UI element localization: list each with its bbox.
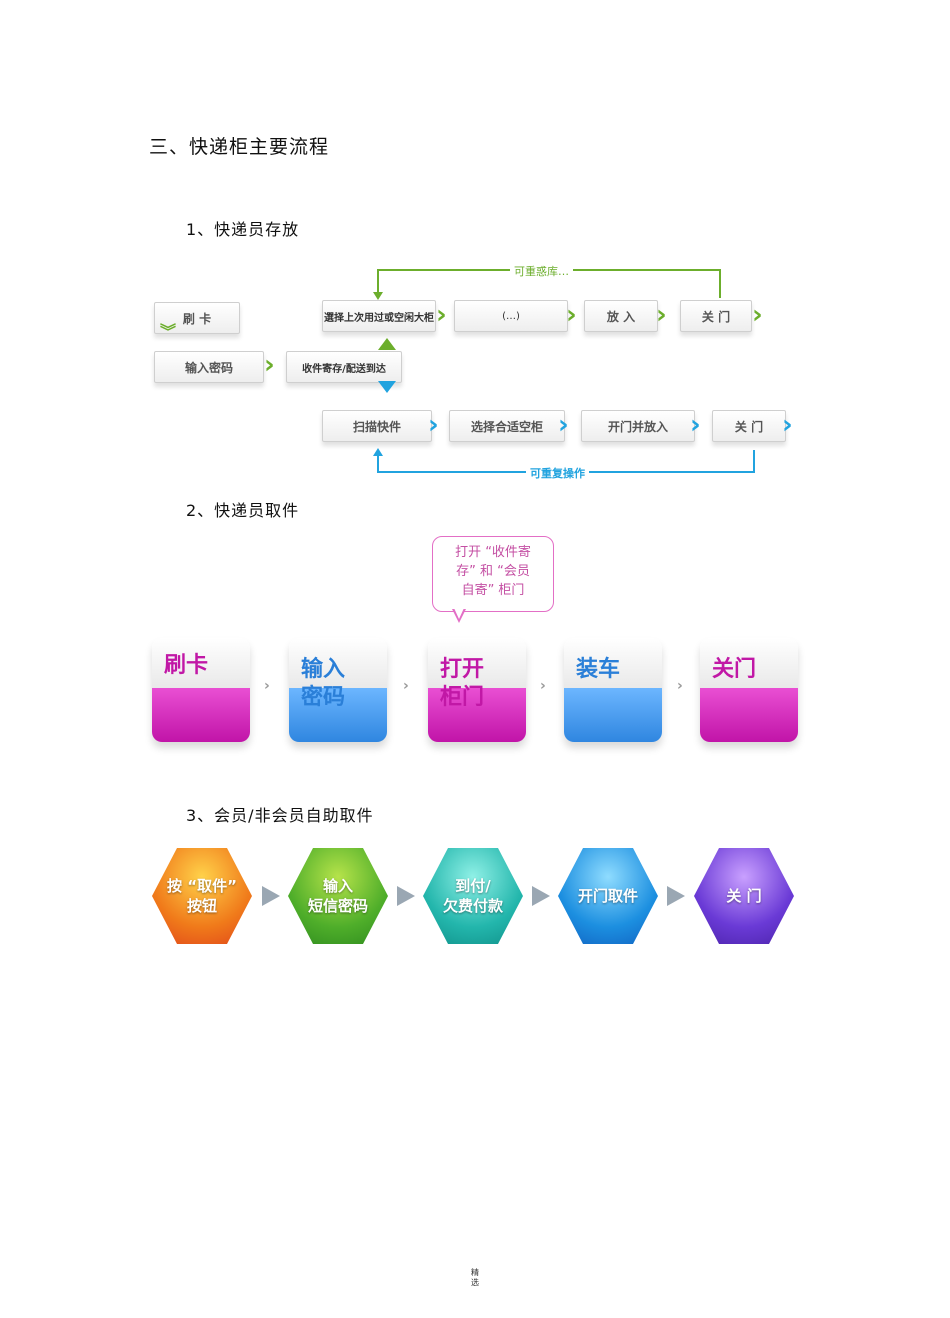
page-footer: 精 选	[471, 1268, 479, 1287]
member-heading: 3、会员/非会员自助取件	[186, 806, 374, 825]
member-step-3: 到付/ 欠费付款	[423, 848, 523, 944]
bottom-step-3-label: 开门并放入	[607, 419, 668, 434]
member-step-1: 按 “取件” 按钮	[152, 848, 252, 944]
pickup-step-5: 关门	[700, 638, 798, 742]
chevron-right-icon: ›	[752, 300, 763, 330]
top-step-2: (…)	[454, 300, 568, 332]
pickup-heading: 2、快递员取件	[186, 501, 300, 520]
top-step-3-label: 放 入	[606, 309, 636, 324]
chevron-right-icon: ›	[436, 300, 447, 330]
member-step-2: 输入 短信密码	[288, 848, 388, 944]
choose-service-label: 收件寄存/配送到达	[302, 363, 386, 375]
enter-password-step: 输入密码	[154, 351, 264, 383]
pickup-step-3: 打开 柜门	[428, 638, 526, 742]
loop-bottom-label: 可重复操作	[526, 465, 589, 481]
pickup-step-4: 装车	[564, 638, 662, 742]
pickup-step-1-label: 刷卡	[164, 653, 209, 678]
swipe-card-label: 刷 卡	[182, 311, 212, 326]
callout-text: 打开 “收件寄 存” 和 “会员 自寄” 柜门	[455, 545, 531, 598]
member-step-4: 开门取件	[558, 848, 658, 944]
callout-tail-inner	[454, 608, 464, 619]
pickup-step-4-label: 装车	[576, 657, 621, 682]
choose-service-step: 收件寄存/配送到达	[286, 351, 402, 383]
chevron-right-icon: ›	[540, 678, 546, 694]
bottom-step-1: 扫描快件	[322, 410, 432, 442]
arrow-right-icon	[262, 886, 280, 906]
arrow-right-icon	[532, 886, 550, 906]
pickup-step-5-label: 关门	[712, 657, 757, 682]
pickup-step-3-label: 打开 柜门	[440, 657, 485, 710]
top-step-1-label: 選择上次用过或空闲大柜	[324, 312, 434, 324]
down-chevron-icon: ︾	[160, 322, 177, 341]
arrow-right-icon	[397, 886, 415, 906]
chevron-right-icon: ›	[264, 678, 270, 694]
chevron-right-icon: ›	[566, 300, 577, 330]
top-step-4-label: 关 门	[701, 309, 731, 324]
bottom-step-1-label: 扫描快件	[352, 419, 401, 434]
top-step-2-label: (…)	[502, 310, 520, 322]
chevron-right-icon: ›	[264, 350, 275, 380]
enter-password-label: 输入密码	[184, 360, 233, 375]
chevron-right-icon: ›	[782, 410, 793, 440]
bottom-step-4: 关 门	[712, 410, 786, 442]
bottom-step-4-label: 关 门	[734, 419, 764, 434]
up-arrow-icon	[378, 338, 396, 350]
down-arrow-icon	[378, 381, 396, 393]
chevron-right-icon: ›	[690, 410, 701, 440]
store-heading: 1、快递员存放	[186, 220, 300, 239]
loop-top-label: 可重惑库…	[510, 263, 573, 279]
chevron-right-icon: ›	[558, 410, 569, 440]
pickup-step-1: 刷卡	[152, 638, 250, 742]
chevron-right-icon: ›	[656, 300, 667, 330]
section-title: 三、快递柜主要流程	[149, 136, 330, 158]
bottom-step-2-label: 选择合适空柜	[470, 419, 543, 434]
chevron-right-icon: ›	[428, 410, 439, 440]
callout-bubble: 打开 “收件寄 存” 和 “会员 自寄” 柜门	[432, 536, 554, 612]
pickup-step-2-label: 输入 密码	[301, 657, 346, 710]
member-step-5: 关 门	[694, 848, 794, 944]
pickup-step-2: 输入 密码	[289, 638, 387, 742]
chevron-right-icon: ›	[677, 678, 683, 694]
bottom-step-2: 选择合适空柜	[449, 410, 565, 442]
bottom-step-3: 开门并放入	[581, 410, 695, 442]
arrow-right-icon	[667, 886, 685, 906]
top-step-4: 关 门	[680, 300, 752, 332]
top-step-3: 放 入	[584, 300, 658, 332]
swipe-card-step: 刷 卡	[154, 302, 240, 334]
top-step-1: 選择上次用过或空闲大柜	[322, 300, 436, 332]
chevron-right-icon: ›	[403, 678, 409, 694]
